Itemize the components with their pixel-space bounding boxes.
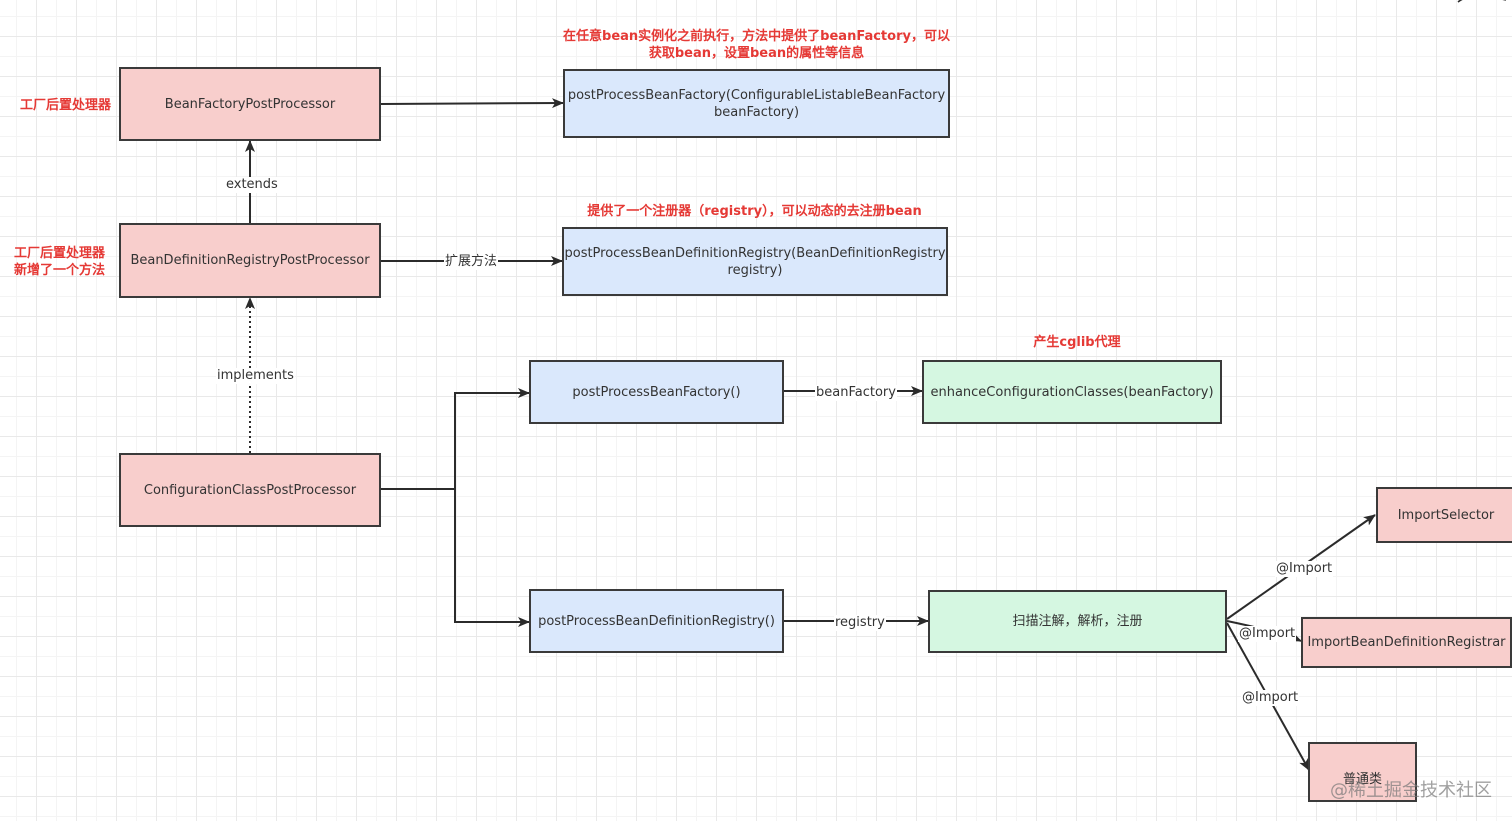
label-registry: registry	[834, 615, 886, 631]
label-extends: extends	[225, 177, 279, 193]
import-selector[interactable]: ImportSelector	[1376, 487, 1512, 543]
note-registry-desc: 提供了一个注册器（registry），可以动态的去注册bean	[587, 204, 922, 219]
label-import-registrar: @Import	[1238, 626, 1297, 642]
note-cglib: 产生cglib代理	[1033, 335, 1121, 350]
watermark: @稀土掘金技术社区	[1330, 780, 1492, 801]
label-import-plain: @Import	[1241, 690, 1300, 706]
label-bean-factory: beanFactory	[815, 385, 897, 401]
edge-bfpp-to-method	[380, 98, 564, 109]
configuration-class-post-processor[interactable]: ConfigurationClassPostProcessor	[119, 453, 381, 527]
import-bean-definition-registrar[interactable]: ImportBeanDefinitionRegistrar	[1301, 617, 1512, 668]
note-factory-pp-extra: 工厂后置处理器 新增了一个方法	[14, 246, 106, 278]
plain-class[interactable]: 普通类	[1308, 742, 1417, 802]
bean-factory-post-processor[interactable]: BeanFactoryPostProcessor	[119, 67, 381, 141]
edge-to-ppbf	[454, 388, 530, 489]
label-extend-method: 扩展方法	[444, 254, 499, 270]
bean-definition-registry-post-processor[interactable]: BeanDefinitionRegistryPostProcessor	[119, 223, 381, 298]
edge-to-ppbdr	[454, 489, 530, 627]
note-factory-pp: 工厂后置处理器	[20, 98, 112, 113]
post-process-bean-factory-method[interactable]: postProcessBeanFactory(ConfigurableLista…	[563, 69, 950, 138]
scan-parse-register[interactable]: 扫描注解，解析，注册	[928, 590, 1227, 653]
post-process-bean-definition-registry-method[interactable]: postProcessBeanDefinitionRegistry(BeanDe…	[562, 227, 948, 296]
enhance-configuration-classes[interactable]: enhanceConfigurationClasses(beanFactory)	[922, 360, 1222, 424]
post-process-bean-factory-call[interactable]: postProcessBeanFactory()	[529, 360, 784, 424]
corner-curve	[1457, 0, 1506, 3]
note-ppbf-desc: 在任意bean实例化之前执行，方法中提供了beanFactory，可以 获取be…	[563, 29, 950, 61]
label-implements: implements	[216, 368, 295, 384]
post-process-bean-definition-registry-call[interactable]: postProcessBeanDefinitionRegistry()	[529, 589, 784, 653]
label-import-selector: @Import	[1275, 561, 1334, 577]
